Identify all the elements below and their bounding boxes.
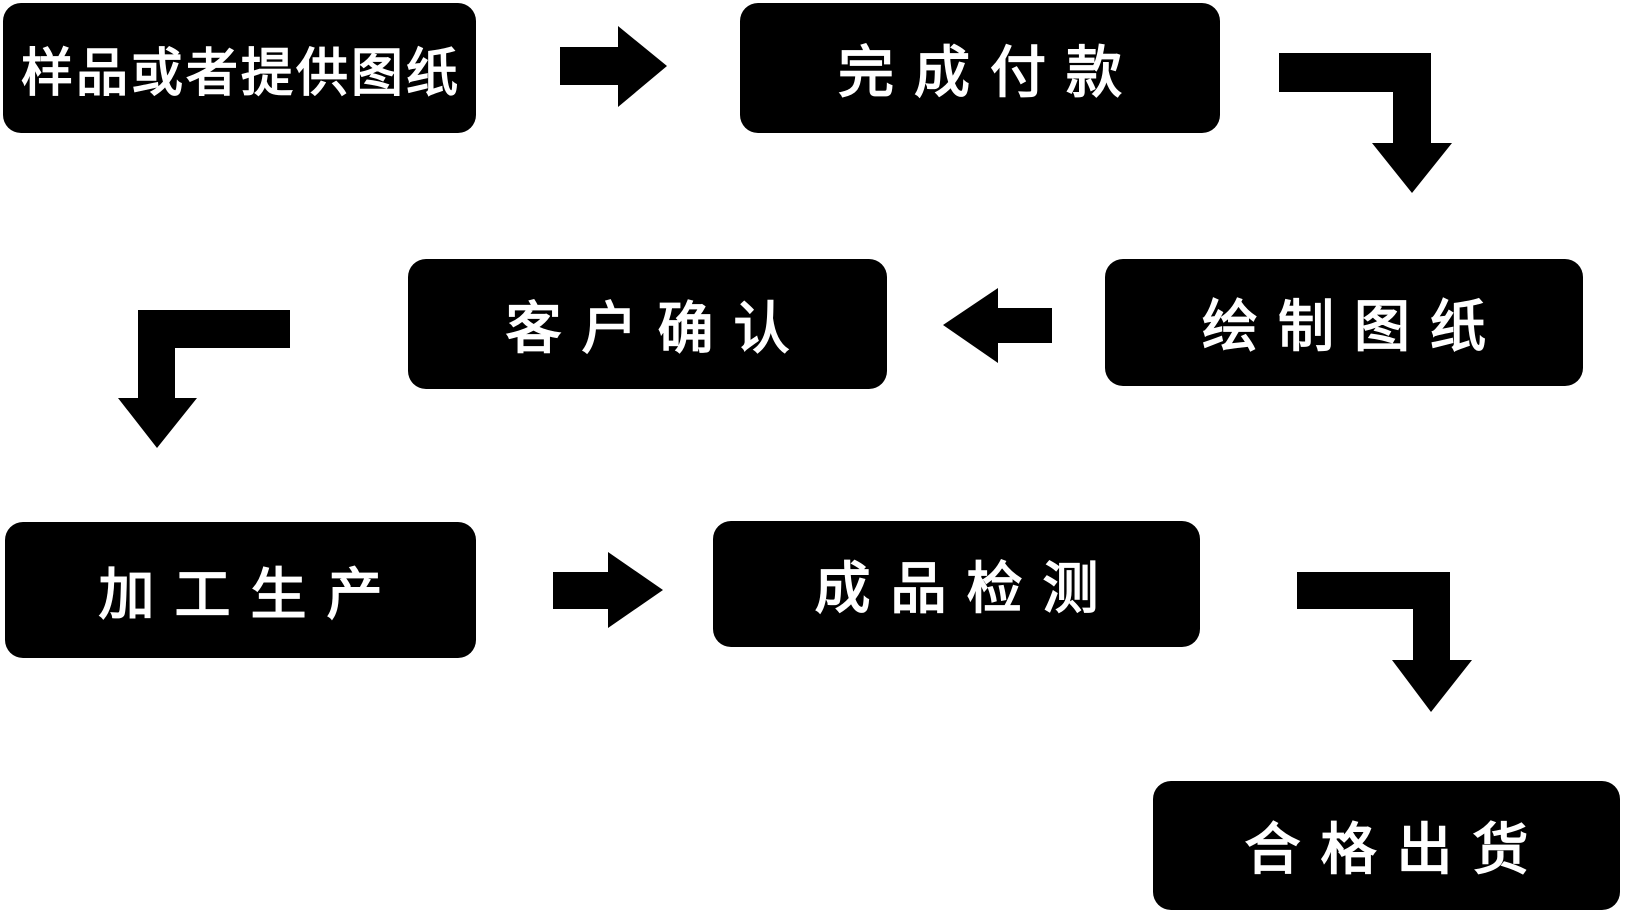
flow-node-draw-drawings: 绘制图纸 (1105, 259, 1583, 386)
arrow-left-icon (943, 288, 1052, 363)
flow-node-label: 加工生产 (98, 562, 403, 628)
arrow-right-icon (560, 26, 667, 107)
flow-node-label: 成品检测 (814, 556, 1119, 622)
arrow-right-icon (553, 552, 663, 628)
arrow-elbow-left-down-icon (118, 310, 290, 448)
flow-node-customer-confirm: 客户确认 (408, 259, 887, 389)
flow-node-complete-payment: 完成付款 (740, 3, 1220, 133)
flow-node-label: 完成付款 (838, 40, 1142, 106)
flow-node-label: 绘制图纸 (1202, 295, 1506, 360)
flow-node-finished-product-inspection: 成品检测 (713, 521, 1200, 647)
flow-node-qualified-shipment: 合格出货 (1153, 781, 1620, 910)
flow-node-processing-production: 加工生产 (5, 522, 476, 658)
flow-node-label: 合格出货 (1244, 818, 1549, 883)
flow-node-sample-or-drawing: 样品或者提供图纸 (3, 3, 476, 133)
arrow-elbow-right-down-icon (1297, 572, 1472, 712)
flow-node-label: 客户确认 (505, 296, 810, 362)
flow-node-label: 样品或者提供图纸 (20, 43, 461, 104)
arrow-elbow-right-down-icon (1279, 53, 1452, 193)
